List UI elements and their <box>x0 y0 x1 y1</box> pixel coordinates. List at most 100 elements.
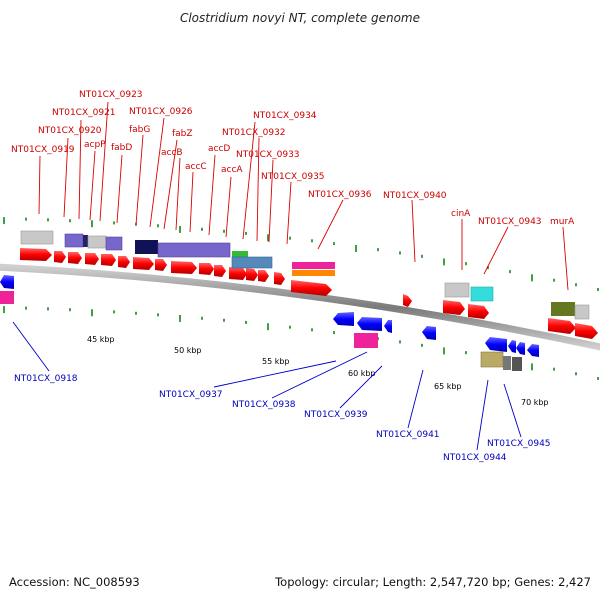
feature-block <box>551 302 575 316</box>
gene-label-bottom: NT01CX_0944 <box>443 453 507 463</box>
feature-block <box>444 282 470 298</box>
gene-arrow-forward <box>118 256 130 268</box>
gene-label-bottom: NT01CX_0941 <box>376 430 440 440</box>
feature-block <box>232 251 248 257</box>
gene-arrow-reverse <box>384 320 392 333</box>
gene-label-bottom: NT01CX_0938 <box>232 400 296 410</box>
feature-block <box>87 235 107 249</box>
gene-arrow-forward <box>575 323 598 339</box>
gene-label-top: cinA <box>451 209 471 219</box>
feature-block <box>480 351 504 368</box>
genome-backbone <box>0 263 600 351</box>
gene-label-top: NT01CX_0943 <box>478 217 542 227</box>
gene-arrow-reverse <box>485 337 507 352</box>
feature-block <box>20 230 54 245</box>
gene-arrow-forward <box>20 248 52 261</box>
gene-arrow-reverse <box>422 326 436 340</box>
gene-label-top: fabG <box>129 125 150 135</box>
feature-block <box>503 356 511 370</box>
gene-arrow-forward <box>133 257 154 270</box>
gene-arrow-forward <box>548 318 576 334</box>
top-leader-lines <box>38 101 569 291</box>
gene-label-top: NT01CX_0919 <box>11 145 75 155</box>
scale-label: 65 kbp <box>434 382 462 391</box>
gene-label-top: NT01CX_0926 <box>129 107 193 117</box>
map-title: Clostridium novyi NT, complete genome <box>180 11 420 25</box>
gene-arrow-forward <box>468 304 489 319</box>
gene-label-bottom: NT01CX_0918 <box>14 374 78 384</box>
gene-arrow-forward <box>68 252 82 264</box>
feature-block <box>231 256 273 269</box>
gene-label-top: NT01CX_0923 <box>79 90 143 100</box>
topology-text: Topology: circular; Length: 2,547,720 bp… <box>275 575 591 589</box>
feature-block <box>512 357 522 371</box>
gene-label-bottom: NT01CX_0939 <box>304 410 368 420</box>
feature-block <box>574 304 590 320</box>
gene-arrow-forward <box>155 259 167 271</box>
gene-label-top: fabZ <box>172 129 193 139</box>
feature-block <box>83 235 88 247</box>
gene-arrow-forward <box>214 265 226 277</box>
gene-arrow-forward <box>403 294 412 307</box>
gene-label-top: accC <box>185 162 207 172</box>
gene-label-top: fabD <box>111 143 132 153</box>
gene-arrow-forward <box>171 261 197 274</box>
gene-label-top: accD <box>208 144 230 154</box>
gene-arrow-forward <box>274 272 285 285</box>
gene-arrow-forward <box>85 253 99 265</box>
gene-arrow-forward <box>229 267 247 280</box>
gene-label-top: NT01CX_0934 <box>253 111 317 121</box>
gene-label-top: accB <box>161 148 183 158</box>
feature-block <box>105 236 123 251</box>
gene-arrow-reverse <box>357 317 382 331</box>
feature-block <box>157 242 231 258</box>
gene-label-bottom: NT01CX_0945 <box>487 439 551 449</box>
gene-arrow-forward <box>258 270 269 282</box>
gene-label-top: NT01CX_0936 <box>308 190 372 200</box>
gene-label-top: NT01CX_0933 <box>236 150 300 160</box>
gene-label-top: accA <box>221 165 243 175</box>
feature-block <box>64 233 84 248</box>
gene-label-top: NT01CX_0920 <box>38 126 102 136</box>
scale-label: 55 kbp <box>262 357 290 366</box>
gene-label-top: NT01CX_0935 <box>261 172 325 182</box>
gene-arrow-forward <box>101 254 116 266</box>
gene-label-top: NT01CX_0921 <box>52 108 116 118</box>
gene-label-bottom: NT01CX_0937 <box>159 390 223 400</box>
gene-label-top: acpP <box>84 140 106 150</box>
gene-label-top: NT01CX_0940 <box>383 191 447 201</box>
feature-block <box>292 262 335 269</box>
gene-arrow-reverse <box>527 344 539 357</box>
scale-labels: 45 kbp 50 kbp 55 kbp 60 kbp 65 kbp 70 kb… <box>87 335 549 407</box>
scale-label: 45 kbp <box>87 335 115 344</box>
feature-block <box>470 286 494 302</box>
scale-ticks <box>3 217 599 380</box>
accession-text: Accession: NC_008593 <box>9 575 140 589</box>
gene-arrow-reverse <box>508 340 516 353</box>
feature-block <box>292 270 335 276</box>
forward-genes <box>20 248 598 339</box>
reverse-genes <box>333 312 539 357</box>
gene-arrow-reverse <box>0 275 14 289</box>
gene-arrow-forward <box>54 251 66 263</box>
bottom-leader-lines <box>12 321 522 451</box>
gene-label-top: murA <box>550 217 575 227</box>
left-reverse-gene <box>0 275 14 289</box>
gene-arrow-forward <box>443 300 465 315</box>
gene-label-top: NT01CX_0932 <box>222 128 286 138</box>
scale-label: 70 kbp <box>521 398 549 407</box>
feature-block <box>0 291 14 304</box>
gene-arrow-forward <box>291 280 332 296</box>
bottom-gene-labels: NT01CX_0918 NT01CX_0937 NT01CX_0938 NT01… <box>14 374 551 463</box>
feature-block <box>354 333 378 348</box>
scale-label: 50 kbp <box>174 346 202 355</box>
gene-arrow-reverse <box>516 342 525 355</box>
top-gene-labels: NT01CX_0923 NT01CX_0921 NT01CX_0926 NT01… <box>11 90 575 227</box>
feature-blocks <box>0 230 590 371</box>
gene-arrow-forward <box>246 268 258 281</box>
scale-label: 60 kbp <box>348 369 376 378</box>
gene-arrow-reverse <box>333 312 354 326</box>
gene-arrow-forward <box>199 263 214 275</box>
feature-block <box>135 240 158 254</box>
